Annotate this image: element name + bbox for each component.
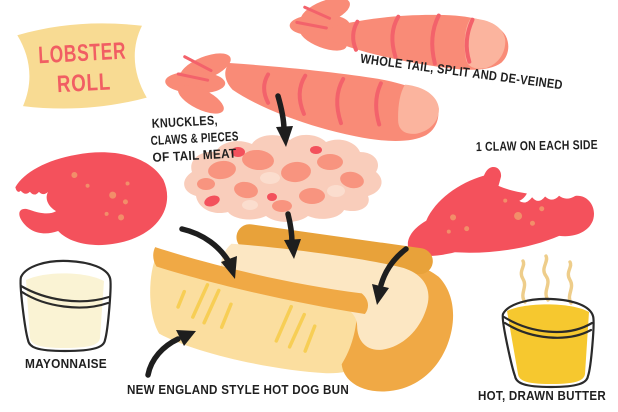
title-badge: LOBSTER ROLL [17,23,147,109]
arrow-tail-to-meat [275,93,293,147]
meat-highlights [242,172,345,210]
butter-label: HOT, DRAWN BUTTER [478,388,606,403]
hot-dog-bun-illustration [150,224,453,392]
tail-top-body [325,14,509,70]
arrow-right-claw-to-bun [372,246,409,305]
right-claw-spots [446,198,545,234]
butter-cup-illustration [501,254,595,389]
lobster-claw-left-illustration [15,152,168,246]
butter-cup-outline [501,297,595,389]
bun-front-crust-edge [153,247,368,315]
tail-bottom-meat-end [398,84,439,134]
left-claw-shape [15,152,168,246]
meat-chunks [197,149,364,212]
mayonnaise-label: MAYONNAISE [25,356,107,371]
lobster-tail-bottom-half-illustration [165,53,439,141]
arrow-meat-to-bun [284,211,301,259]
knuckles-label-line1: KNUCKLES, [151,112,218,130]
knuckles-label-line3: OF TAIL MEAT [152,146,237,165]
knuckles-label-line2: CLAWS & PIECES [150,128,239,148]
badge-ticket-shape [17,23,147,109]
lobster-meat-pile-illustration [184,134,382,222]
tail-fins [165,53,231,114]
tail-top-stripes [295,5,475,66]
mayo-cup-outline [19,259,112,353]
lobster-tail-top-half-illustration [289,0,509,70]
mayo-fill [26,273,104,348]
arrow-label-to-bun [145,330,196,378]
arrow-left-claw-to-bun [179,226,237,279]
left-claw-spots [71,172,130,221]
bun-score-lines [176,283,317,353]
page-title-line2: ROLL [56,68,111,98]
flow-arrows [145,93,409,378]
bun-back-crust [236,224,433,275]
butter-fill [507,304,589,384]
right-claw-shape [407,167,594,257]
mayonnaise-cup-illustration [19,259,112,353]
tail-top-meat-end [464,18,506,69]
tail-bottom-body [225,63,439,141]
knuckles-label: KNUCKLES, CLAWS & PIECES OF TAIL MEAT [150,112,239,165]
steam-lines [519,254,574,305]
page-title-line1: LOBSTER [38,38,127,70]
claw-each-side-label: 1 CLAW ON EACH SIDE [476,137,598,154]
lobster-claw-right-illustration [407,167,594,257]
meat-red-bits [204,146,322,207]
tail-bottom-stripes [176,55,383,127]
bun-label: NEW ENGLAND STYLE HOT DOG BUN [127,382,349,397]
